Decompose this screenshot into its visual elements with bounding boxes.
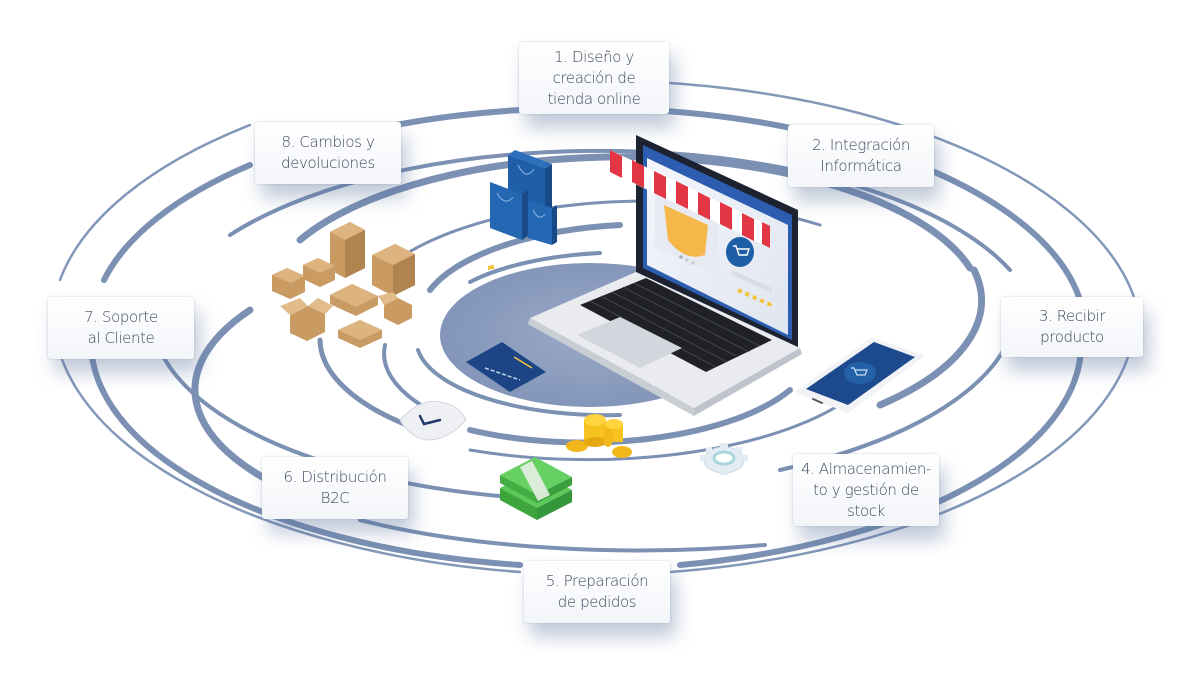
step-2-label: 2. Integración Informática — [812, 136, 910, 175]
cardboard-boxes-icon — [272, 222, 415, 348]
step-1-card: 1. Diseño y creación de tienda online — [519, 42, 669, 114]
shopping-bags-icon — [490, 150, 557, 245]
step-6-card: 6. Distribución B2C — [262, 457, 408, 519]
step-3-card: 3. Recibir producto — [1001, 297, 1143, 357]
step-5-label: 5. Preparación de pedidos — [545, 572, 649, 611]
ring-2d — [101, 162, 253, 283]
step-7-card: 7. Soporte al Cliente — [48, 297, 194, 359]
ring-outer-1d — [58, 123, 252, 282]
ring-5c — [317, 337, 423, 433]
ring-4b — [876, 266, 986, 409]
ring-4c — [358, 518, 767, 553]
step-6-label: 6. Distribución B2C — [283, 468, 387, 507]
ring-outer-1b — [598, 318, 1137, 577]
gear-icon — [700, 443, 748, 475]
step-1-label: 1. Diseño y creación de tienda online — [547, 47, 641, 108]
ring-6a — [427, 222, 623, 293]
cash-stack-icon — [500, 457, 572, 520]
laptop-storefront-icon: ★★★★★ — [528, 135, 802, 416]
step-8-card: 8. Cambios y devoluciones — [255, 122, 401, 184]
step-7-label: 7. Soporte al Cliente — [84, 308, 158, 347]
step-4-card: 4. Almacenamien- to y gestión de stock — [793, 454, 939, 526]
ring-2b — [677, 327, 1085, 568]
step-4-label: 4. Almacenamien- to y gestión de stock — [800, 459, 931, 520]
step-8-label: 8. Cambios y devoluciones — [281, 133, 375, 172]
awning-icon — [610, 150, 770, 248]
credit-card-icon — [466, 264, 546, 392]
step-2-card: 2. Integración Informática — [788, 125, 934, 187]
ring-6b — [467, 387, 793, 446]
smartphone-cart-icon — [795, 337, 925, 413]
gold-coins-icon — [566, 414, 632, 458]
ring-7b — [416, 348, 622, 418]
ring-3c — [158, 348, 572, 502]
step-5-card: 5. Preparación de pedidos — [524, 561, 670, 623]
step-3-label: 3. Recibir producto — [1038, 307, 1106, 346]
security-shield-icon — [399, 400, 467, 441]
ring-7a — [468, 251, 602, 284]
